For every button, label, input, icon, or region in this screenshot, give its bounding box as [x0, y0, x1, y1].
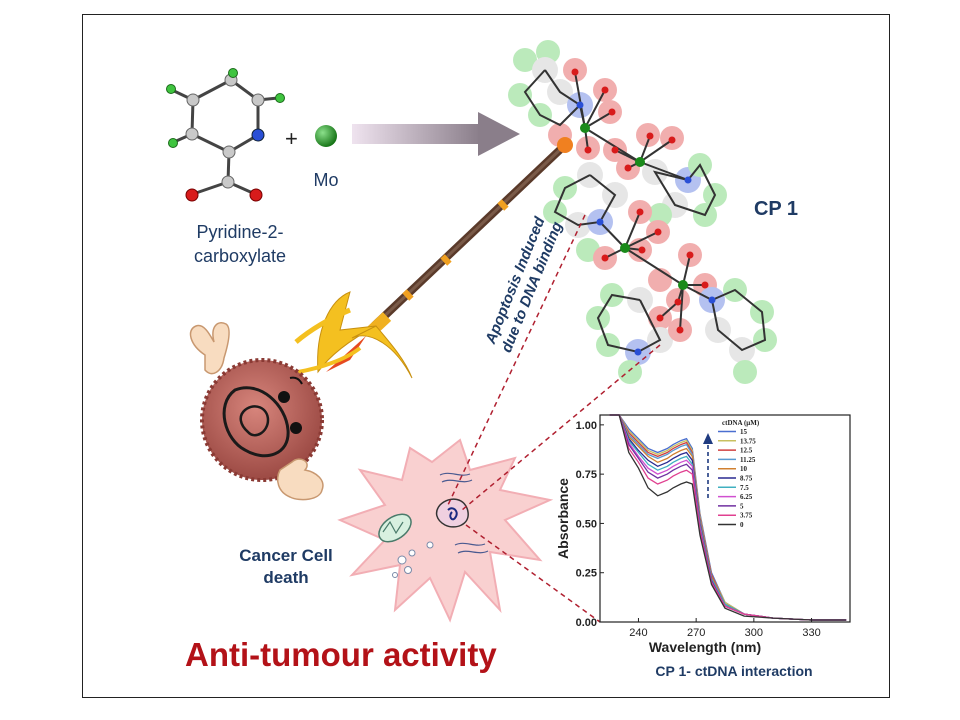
ligand-label-line2: carboxylate — [193, 246, 287, 266]
y-tick-label-0: 0.00 — [576, 617, 597, 629]
absorbance-chart: 240 270 300 330 0.00 0.25 0.50 0.75 1.00Waveleng… — [555, 414, 851, 655]
legend-label-4: 10 — [740, 465, 748, 473]
legend-label-8: 5 — [740, 502, 744, 510]
x-tick-label-0: 240 — [629, 627, 647, 639]
series-line-9 — [609, 414, 847, 621]
legend-label-9: 3.75 — [740, 512, 753, 520]
metal-label: Mo — [313, 170, 339, 190]
x-tick-label-3: 330 — [802, 627, 820, 639]
legend-label-6: 7.5 — [740, 484, 749, 492]
x-tick-label-1: 270 — [687, 627, 705, 639]
legend-label-2: 12.5 — [740, 447, 753, 455]
legend-label-5: 8.75 — [740, 475, 753, 483]
main-title: Anti-tumour activity — [185, 636, 497, 673]
mo-atom — [315, 125, 337, 147]
pyridine-carboxylate-molecule — [166, 68, 285, 202]
cell-death-label: Cancer Cell death — [216, 545, 356, 589]
chart-caption: CP 1- ctDNA interaction — [655, 663, 813, 679]
ligand-label: Pyridine-2- carboxylate — [160, 220, 320, 268]
y-tick-label-1: 0.25 — [576, 568, 597, 580]
dying-cancer-cell — [337, 438, 554, 623]
cell-death-line2: death — [263, 568, 309, 587]
y-axis-label: Absorbance — [555, 478, 571, 559]
ligand-label-line1: Pyridine-2- — [196, 222, 284, 242]
complex-label: CP 1 — [753, 198, 799, 220]
series-line-10 — [609, 414, 847, 621]
cell-death-line1: Cancer Cell — [239, 546, 333, 565]
legend-label-3: 11.25 — [740, 456, 756, 464]
y-tick-label-2: 0.50 — [576, 518, 597, 530]
legend-label-0: 15 — [740, 428, 748, 436]
y-tick-label-3: 0.75 — [576, 469, 597, 481]
cancer-cell-character — [189, 322, 324, 501]
x-tick-label-2: 300 — [745, 627, 763, 639]
legend-title: ctDNA (μM) — [722, 419, 760, 427]
y-tick-label-4: 1.00 — [576, 420, 597, 432]
connector-lines — [447, 214, 661, 623]
reaction-arrow — [352, 112, 520, 156]
legend-label-7: 6.25 — [740, 493, 753, 501]
cp1-polymer-structure — [508, 40, 777, 384]
legend-label-10: 0 — [740, 521, 744, 529]
increase-arrow-head — [703, 433, 713, 444]
x-axis-label: Wavelength (nm) — [649, 639, 761, 655]
plus-sign: + — [285, 126, 298, 151]
legend-label-1: 13.75 — [740, 437, 756, 445]
figure-frame — [82, 14, 890, 698]
trident — [294, 137, 573, 379]
